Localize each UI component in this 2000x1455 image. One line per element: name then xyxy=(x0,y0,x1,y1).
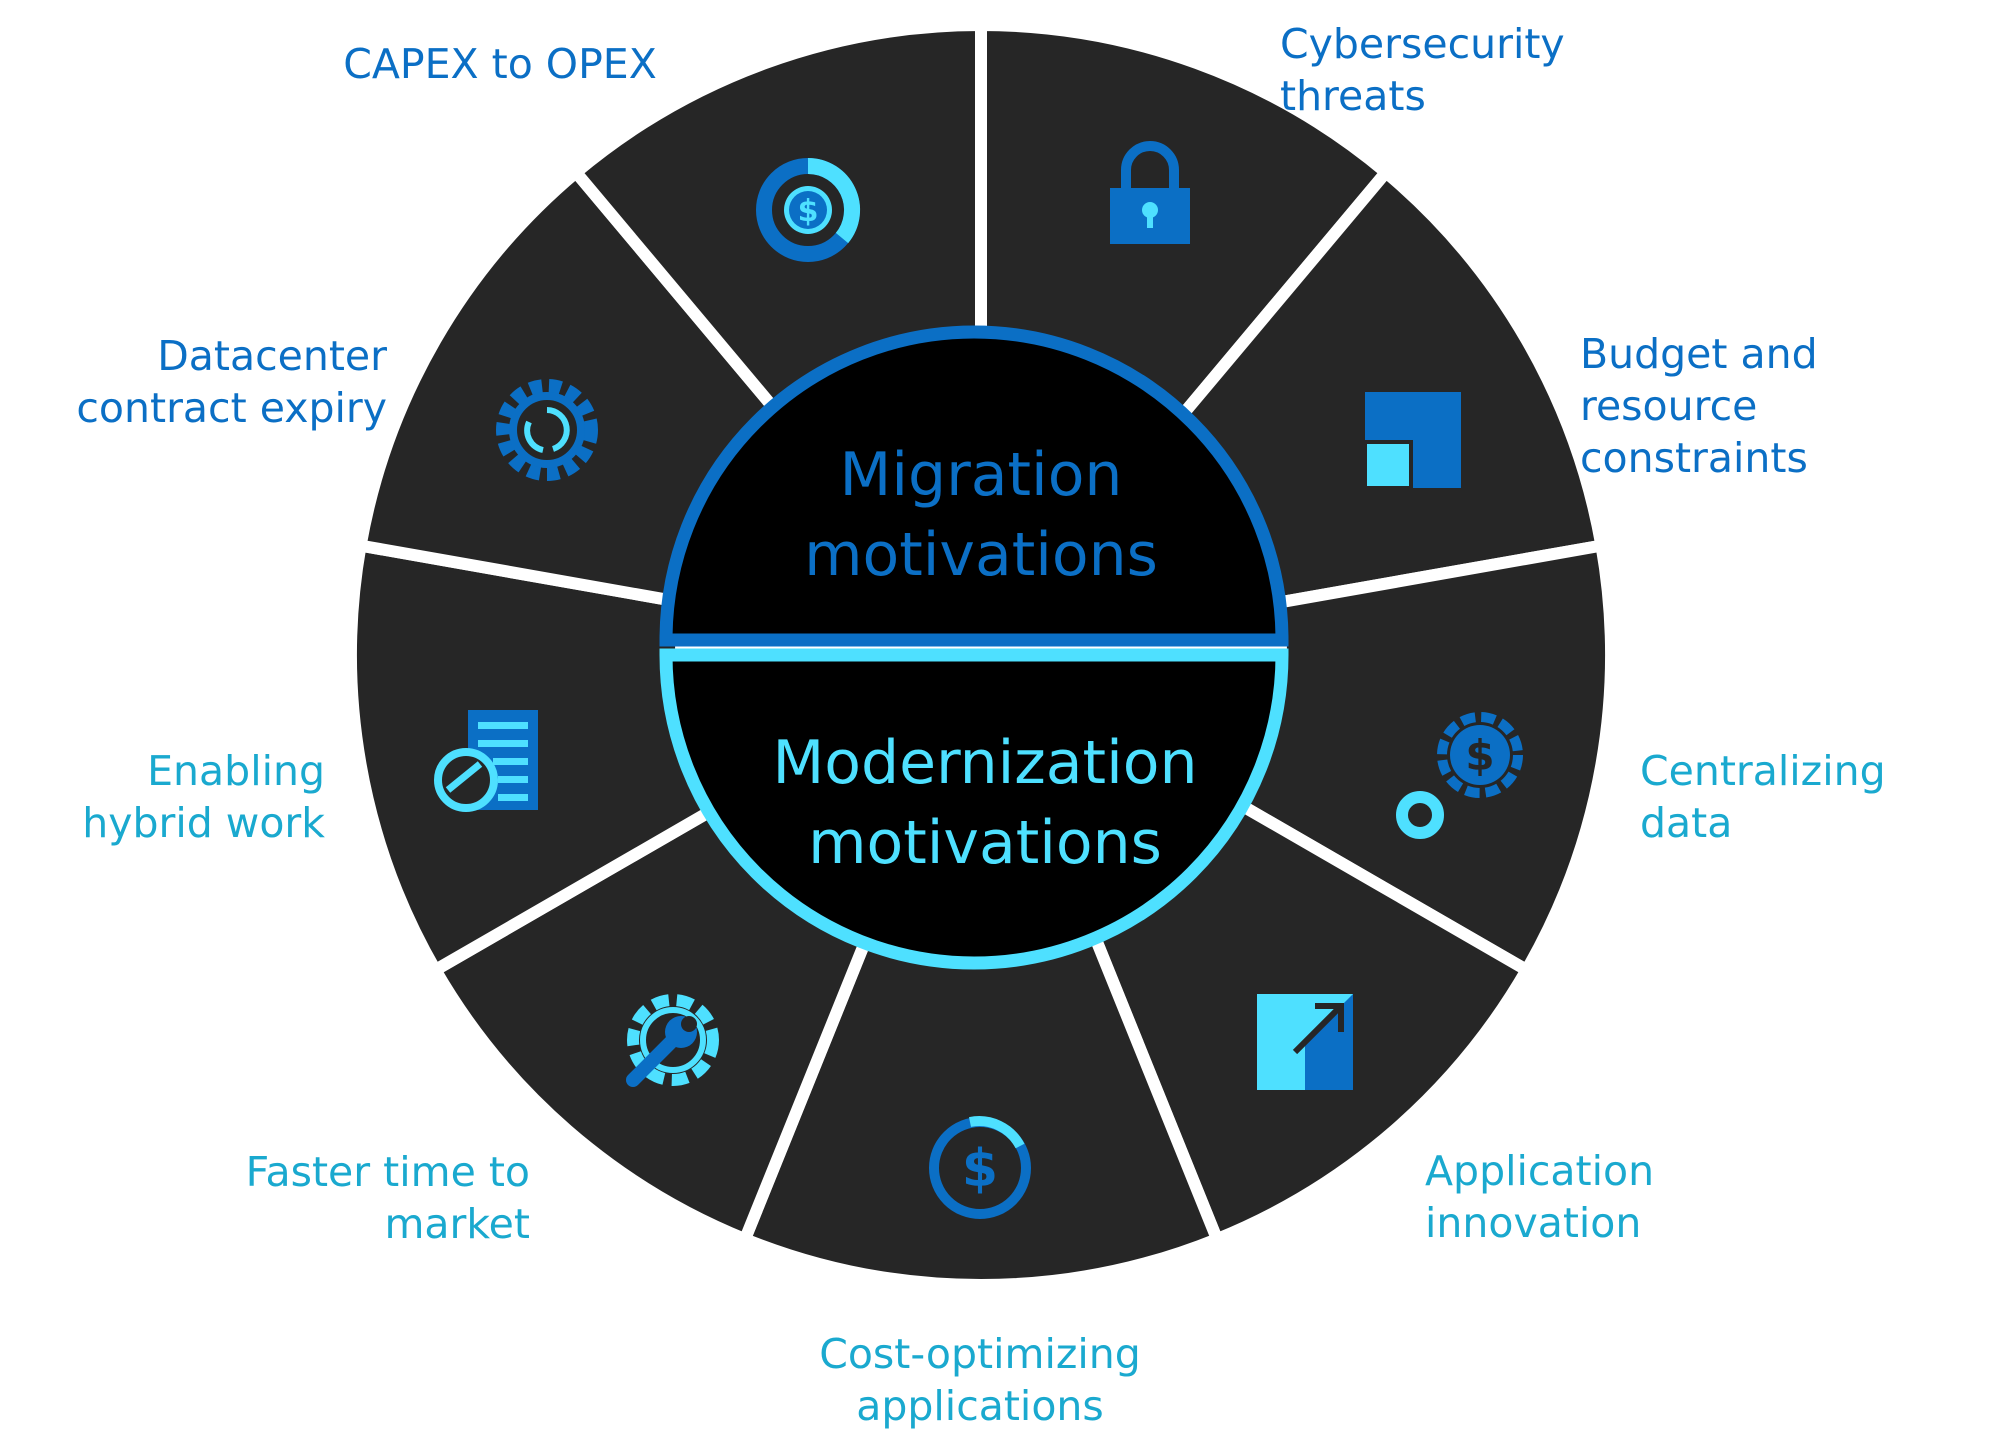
expand-arrow-icon xyxy=(1257,994,1353,1090)
lock-icon xyxy=(1110,141,1190,244)
label-centralizing-data: Centralizing data xyxy=(1640,747,1886,847)
gear-dollar-icon: $ xyxy=(1396,712,1523,839)
label-application-innovation: Application innovation xyxy=(1425,1147,1655,1247)
label-enabling-hybrid-work: Enabling hybrid work xyxy=(82,747,325,847)
label-budget-resource-constraints: Budget and resource constraints xyxy=(1580,330,1818,482)
svg-text:$: $ xyxy=(962,1139,998,1199)
label-cost-optimizing-applications: Cost-optimizing applications xyxy=(819,1330,1141,1430)
hub-top-half xyxy=(659,325,1289,647)
svg-text:$: $ xyxy=(1465,731,1494,780)
dollar-circle-icon: $ xyxy=(929,1116,1031,1219)
dollar-ring-icon: $ xyxy=(756,157,861,262)
label-datacenter-contract-expiry: Datacenter contract expiry xyxy=(76,332,387,432)
label-faster-time-to-market: Faster time to market xyxy=(245,1148,530,1248)
gear-refresh-icon xyxy=(496,379,598,481)
svg-text:$: $ xyxy=(798,194,819,229)
label-cybersecurity-threats: Cybersecurity threats xyxy=(1280,20,1565,120)
gear-wrench-icon xyxy=(626,994,719,1087)
document-refresh-icon xyxy=(434,710,538,812)
hub-bottom-half xyxy=(659,648,1289,970)
label-capex-to-opex: CAPEX to OPEX xyxy=(343,40,657,88)
segment-icons: $ $ $ xyxy=(434,141,1523,1219)
squares-icon xyxy=(1363,392,1461,490)
